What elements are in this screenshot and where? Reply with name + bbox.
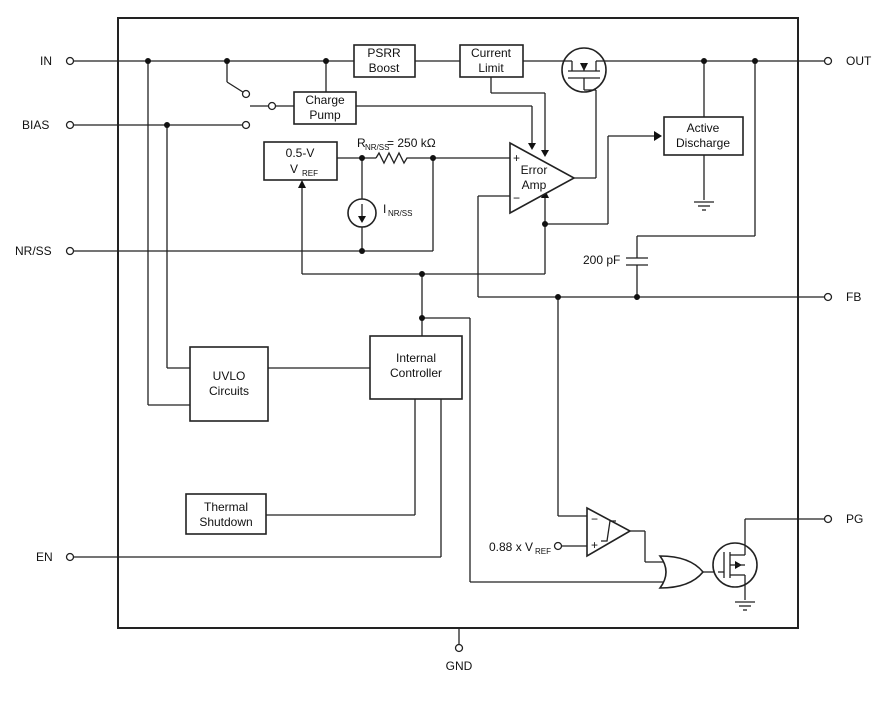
internal-controller-block: Internal Controller [369, 335, 463, 400]
selector-switch [241, 89, 277, 130]
svg-text:0.5-V: 0.5-V [286, 146, 315, 160]
charge-pump-block: Charge Pump [293, 91, 357, 125]
svg-text:Charge: Charge [305, 93, 345, 107]
svg-text:−: − [591, 512, 598, 526]
svg-text:Pump: Pump [309, 108, 341, 122]
svg-text:Error: Error [521, 163, 548, 177]
current-source-inrss: I NR/SS [347, 198, 412, 228]
svg-text:Circuits: Circuits [209, 384, 249, 398]
svg-text:+: + [591, 538, 598, 552]
or-gate [658, 555, 705, 589]
active-discharge-block: Active Discharge [663, 116, 744, 156]
resistor-rnrss: R NR/SS = 250 kΩ [357, 136, 436, 165]
pg-fet-symbol [712, 542, 758, 588]
svg-text:Internal: Internal [396, 351, 436, 365]
psrr-boost-block: PSRR Boost [353, 44, 416, 78]
svg-text:Amp: Amp [522, 178, 547, 192]
svg-text:= 250 kΩ: = 250 kΩ [387, 136, 436, 150]
svg-text:REF: REF [535, 547, 551, 556]
pin-pg-label: PG [846, 512, 863, 526]
svg-text:PSRR: PSRR [367, 46, 401, 60]
pin-nrss-label: NR/SS [15, 244, 52, 258]
chip-boundary [117, 17, 799, 629]
svg-text:Limit: Limit [478, 61, 504, 75]
svg-text:NR/SS: NR/SS [365, 143, 389, 152]
cap-label: 200 pF [583, 253, 620, 267]
pin-out-label: OUT [846, 54, 872, 68]
svg-text:UVLO: UVLO [213, 369, 246, 383]
pg-reference-label: 0.88 x V [489, 540, 533, 554]
svg-text:REF: REF [302, 169, 318, 178]
svg-text:I: I [383, 202, 386, 216]
svg-text:V: V [290, 162, 298, 176]
junctions [145, 58, 758, 321]
vref-block: 0.5-V V REF [263, 141, 338, 181]
svg-text:R: R [357, 136, 366, 150]
pin-bias-label: BIAS [22, 118, 49, 132]
current-limit-block: Current Limit [459, 44, 524, 78]
thermal-shutdown-block: Thermal Shutdown [185, 493, 267, 535]
svg-text:Active: Active [687, 121, 720, 135]
error-amplifier: + − Error Amp [509, 141, 576, 215]
wires [70, 60, 828, 646]
pin-en-label: EN [36, 550, 53, 564]
uvlo-block: UVLO Circuits [189, 346, 269, 422]
svg-text:Thermal: Thermal [204, 500, 248, 514]
svg-text:Controller: Controller [390, 366, 442, 380]
pin-markers [65, 56, 833, 653]
error-amp-minus: − [513, 191, 520, 205]
pin-in-label: IN [40, 54, 52, 68]
svg-text:NR/SS: NR/SS [388, 209, 412, 218]
pin-gnd-label: GND [446, 659, 473, 673]
pass-fet-symbol [561, 47, 608, 93]
error-amp-plus: + [513, 151, 520, 165]
svg-text:Discharge: Discharge [676, 136, 730, 150]
svg-text:Boost: Boost [369, 61, 400, 75]
pin-fb-label: FB [846, 290, 861, 304]
svg-text:Current: Current [471, 46, 512, 60]
pg-comparator: − + [586, 506, 632, 558]
svg-text:Shutdown: Shutdown [199, 515, 252, 529]
